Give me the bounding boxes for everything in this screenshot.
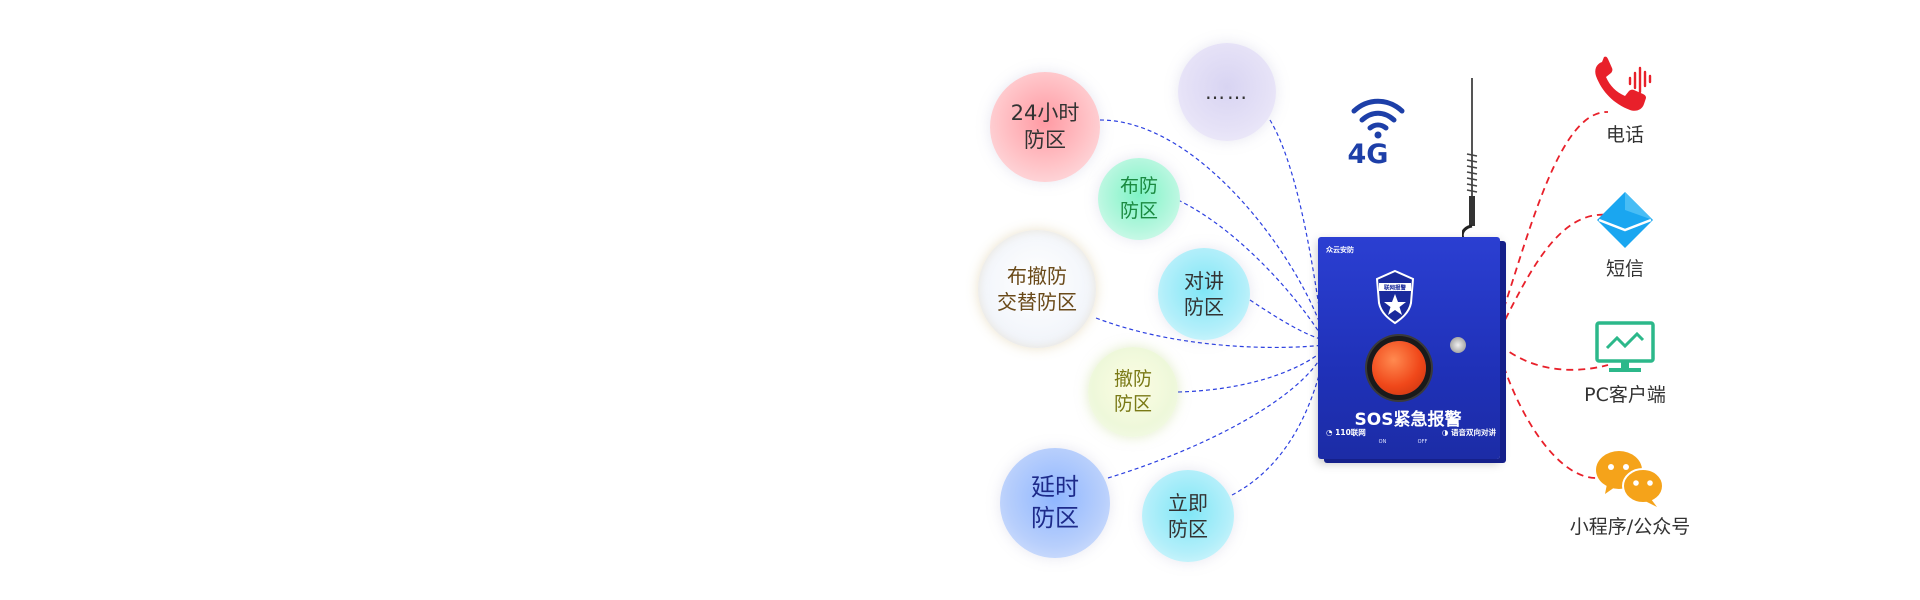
network-4g-label: 4G xyxy=(1347,139,1389,170)
device-features: ◔ 110联网 ◑ 语音双向对讲 xyxy=(1326,427,1496,438)
channel-wechat-label: 小程序/公众号 xyxy=(1569,516,1691,538)
zone-instant-label: 立即 防区 xyxy=(1168,491,1208,541)
pc-monitor-icon xyxy=(1595,321,1655,372)
zone-talk: 对讲 防区 xyxy=(1158,248,1250,340)
sms-envelope-icon xyxy=(1597,192,1653,248)
sos-button[interactable] xyxy=(1372,341,1426,395)
badge-text: 联网报警 xyxy=(1384,284,1407,292)
feature-110-label: 110联网 xyxy=(1335,428,1366,437)
line-talk xyxy=(1249,299,1325,341)
zone-24h-label: 24小时 防区 xyxy=(1010,100,1080,152)
network-4g: 4G xyxy=(1328,95,1428,175)
police-badge-icon: 联网报警 xyxy=(1375,269,1415,325)
zone-delay-label: 延时 防区 xyxy=(1031,472,1079,532)
antenna-icon xyxy=(1462,78,1478,246)
zone-instant: 立即 防区 xyxy=(1142,470,1234,562)
channel-sms: 短信 xyxy=(1545,190,1705,281)
channel-pc-label: PC客户端 xyxy=(1584,384,1666,406)
switch-off-label: OFF xyxy=(1417,439,1428,445)
line-more xyxy=(1269,119,1325,341)
channel-wechat: 小程序/公众号 xyxy=(1545,448,1715,539)
device-switch-labels: ON OFF xyxy=(1363,439,1443,445)
wechat-icon xyxy=(1596,451,1664,507)
zone-more: …… xyxy=(1178,43,1276,141)
zone-alternate: 布撤防 交替防区 xyxy=(978,230,1096,348)
zone-more-label: …… xyxy=(1205,80,1249,104)
feature-talk-label: 语音双向对讲 xyxy=(1451,428,1496,437)
device-brand: 众云安防 xyxy=(1326,246,1354,254)
feature-110: ◔ 110联网 xyxy=(1326,428,1366,437)
zone-arm: 布防 防区 xyxy=(1098,158,1180,240)
feature-talk: ◑ 语音双向对讲 xyxy=(1441,428,1496,437)
device-body: 众云安防 联网报警 SOS紧急报警 ◔ 110联网 ◑ 语音双向对讲 ON OF… xyxy=(1318,237,1500,459)
channel-pc: PC客户端 xyxy=(1545,320,1705,407)
line-disarm xyxy=(1177,349,1325,393)
channel-phone: 电话 xyxy=(1545,56,1705,147)
line-instant xyxy=(1231,354,1325,496)
device-title: SOS紧急报警 xyxy=(1354,410,1462,430)
wifi-icon xyxy=(1351,98,1405,139)
switch-on-label: ON xyxy=(1378,439,1387,445)
zone-delay: 延时 防区 xyxy=(1000,448,1110,558)
zone-24h: 24小时 防区 xyxy=(990,72,1100,182)
phone-icon xyxy=(1595,56,1652,111)
zone-disarm-label: 撤防 防区 xyxy=(1113,368,1152,415)
zone-disarm: 撤防 防区 xyxy=(1088,347,1178,437)
zone-talk-label: 对讲 防区 xyxy=(1184,269,1224,319)
zone-arm-label: 布防 防区 xyxy=(1119,175,1158,222)
channel-phone-label: 电话 xyxy=(1605,124,1644,146)
key-lock-icon[interactable] xyxy=(1450,337,1466,353)
channel-sms-label: 短信 xyxy=(1605,258,1644,280)
sos-alarm-device: 众云安防 联网报警 SOS紧急报警 ◔ 110联网 ◑ 语音双向对讲 ON OF… xyxy=(1318,72,1508,462)
zone-alternate-label: 布撤防 交替防区 xyxy=(997,264,1077,314)
